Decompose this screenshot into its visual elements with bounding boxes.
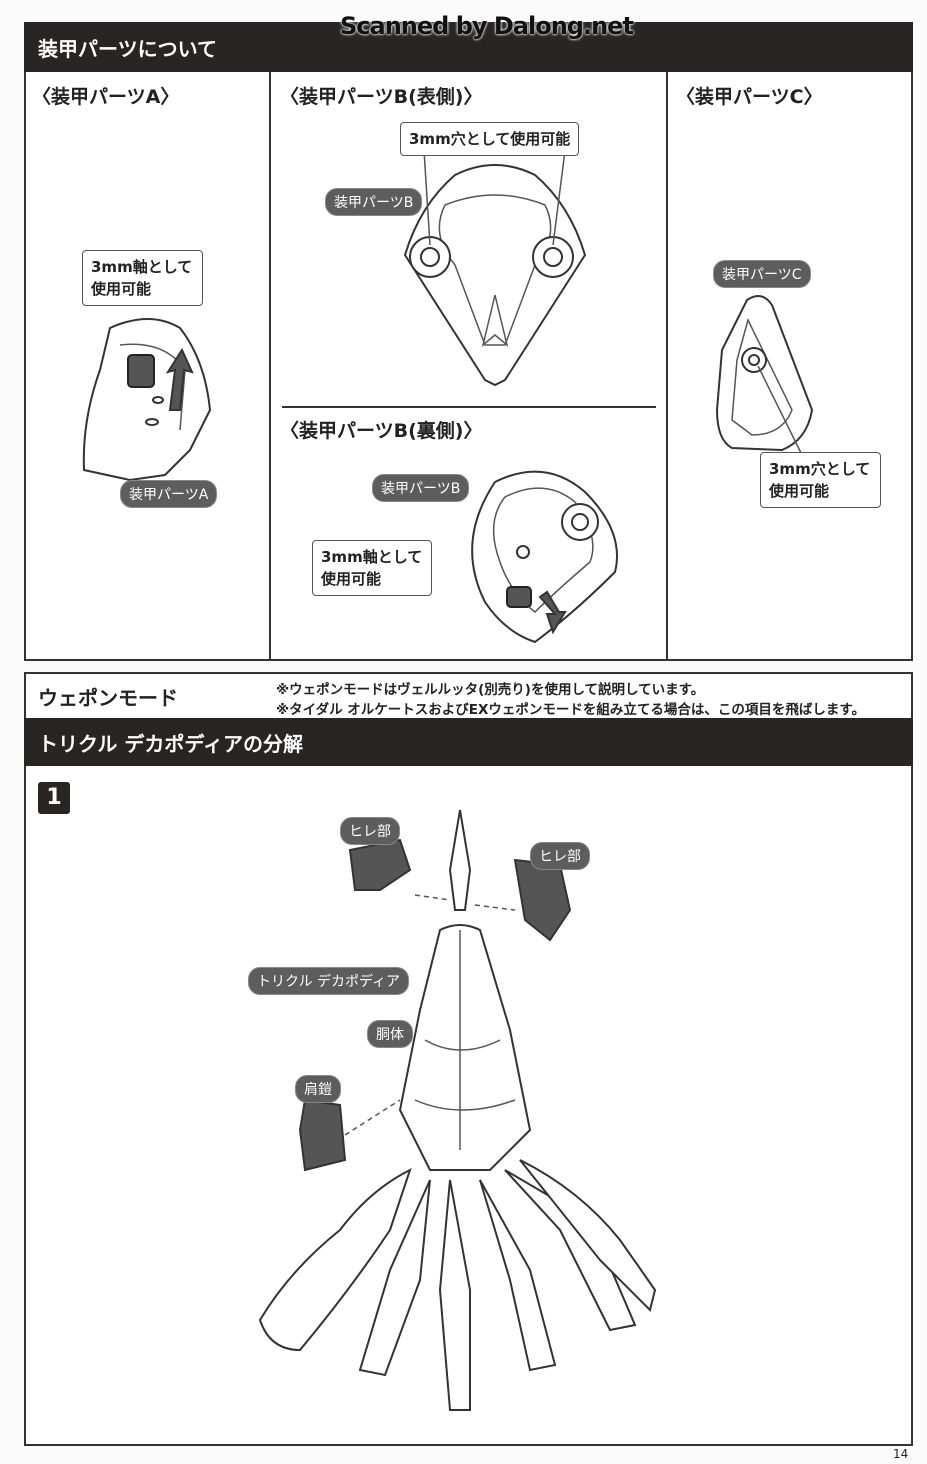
weapon-mode-label: ウェポンモード <box>38 686 178 710</box>
page-number: 14 <box>893 1447 909 1461</box>
heading-armor-c: 〈装甲パーツC〉 <box>676 86 823 108</box>
heading-armor-b-front: 〈装甲パーツB(表側)〉 <box>280 86 483 108</box>
armor-parts-title: 装甲パーツについて <box>24 22 913 72</box>
armor-part-c-illustration <box>715 295 814 456</box>
label-armor-part-b-back: 装甲パーツB <box>372 474 470 502</box>
disassembly-title: トリクル デカポディアの分解 <box>24 718 913 766</box>
callout-line: 使用可能 <box>321 570 382 588</box>
label-fin-right: ヒレ部 <box>530 842 590 870</box>
callout-line: 使用可能 <box>769 482 830 500</box>
callout-armor-a: 3mm軸として 使用可能 <box>82 250 203 306</box>
callout-armor-b-back: 3mm軸として 使用可能 <box>312 540 432 596</box>
trickle-decapodia-illustration <box>258 809 657 1411</box>
armor-part-b-front-illustration <box>403 134 587 387</box>
label-armor-part-a: 装甲パーツA <box>120 480 218 508</box>
heading-armor-a: 〈装甲パーツA〉 <box>32 86 180 108</box>
callout-line: 使用可能 <box>91 280 152 298</box>
column-divider <box>666 72 668 661</box>
column-divider <box>269 72 271 661</box>
label-shoulder-armor: 肩鎧 <box>295 1075 341 1103</box>
callout-line: 3mm軸として <box>321 548 423 566</box>
weapon-mode-note-2: ※タイダル オルケートスおよびEXウェポンモードを組み立てる場合は、この項目を飛… <box>276 702 866 718</box>
label-torso: 胴体 <box>367 1020 413 1048</box>
label-fin-left: ヒレ部 <box>340 817 400 845</box>
callout-armor-b-front: 3mm穴として使用可能 <box>400 122 580 156</box>
armor-part-a-illustration <box>82 318 212 482</box>
heading-armor-b-back: 〈装甲パーツB(裏側)〉 <box>280 420 483 442</box>
callout-line: 3mm軸として <box>91 258 193 276</box>
label-trickle-decapodia: トリクル デカポディア <box>248 967 410 995</box>
callout-armor-c: 3mm穴として 使用可能 <box>760 452 881 508</box>
step-number: 1 <box>38 782 70 814</box>
armor-part-b-back-illustration <box>471 470 618 644</box>
label-armor-part-b-front: 装甲パーツB <box>325 188 423 216</box>
weapon-mode-note-1: ※ウェポンモードはヴェルルッタ(別売り)を使用して説明しています。 <box>276 682 705 698</box>
row-divider <box>282 406 656 408</box>
watermark: Scanned by Dalong.net <box>340 12 634 40</box>
label-armor-part-c: 装甲パーツC <box>713 260 811 288</box>
callout-line: 3mm穴として <box>769 460 871 478</box>
